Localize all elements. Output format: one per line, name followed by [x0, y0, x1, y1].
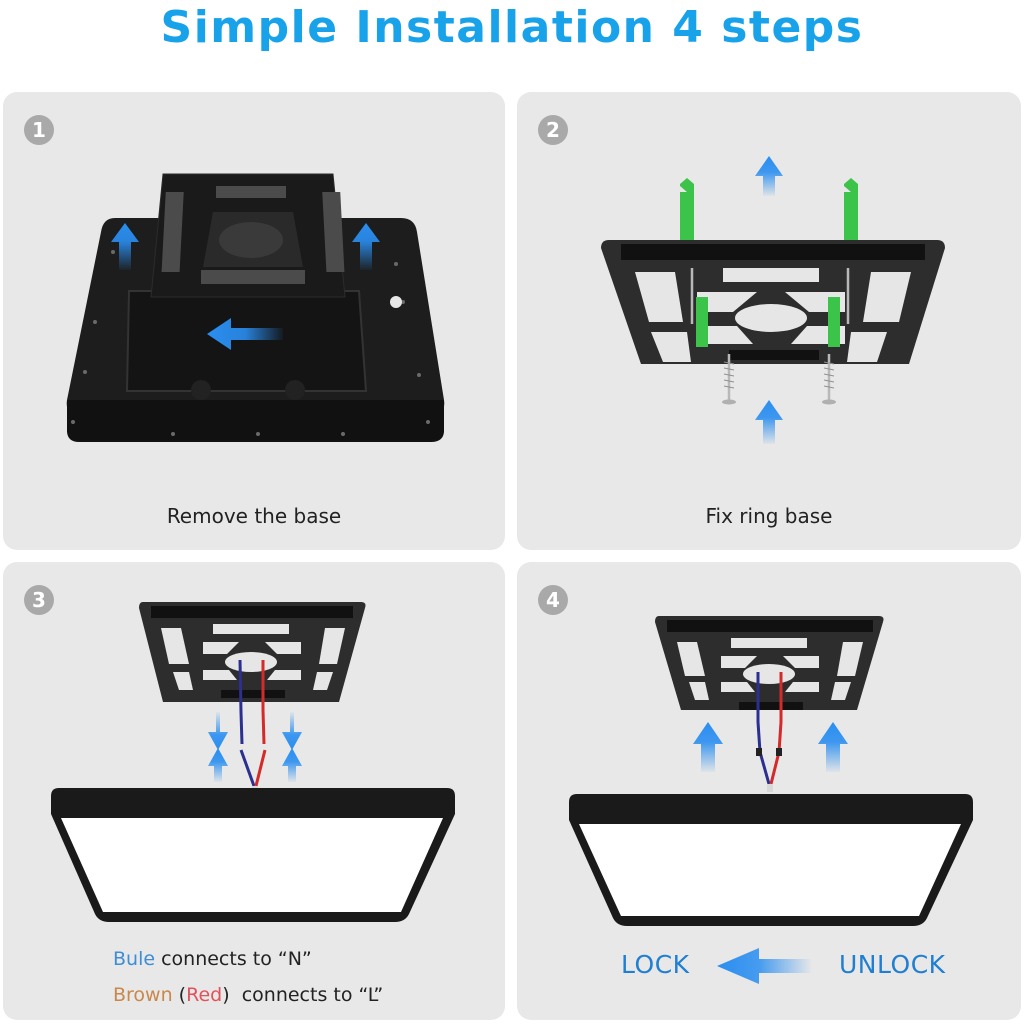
lock-label: LOCK: [621, 950, 690, 979]
step-4-badge: 4: [538, 585, 568, 615]
attach-light-illustration: [569, 616, 973, 926]
wiring-illustration: [51, 602, 455, 922]
red-wire-label: Red: [186, 984, 223, 1006]
step-2-panel: 2: [517, 92, 1021, 550]
step-2-badge: 2: [538, 115, 568, 145]
brown-wire-label: Brown: [113, 984, 173, 1006]
page-title: Simple Installation 4 steps: [160, 2, 864, 53]
step-3-badge: 3: [24, 585, 54, 615]
step-1-badge: 1: [24, 115, 54, 145]
step-1-caption: Remove the base: [166, 504, 342, 528]
step-1-panel: 1: [3, 92, 505, 550]
neutral-connection-text: connects to “N”: [155, 948, 312, 970]
step-2-caption: Fix ring base: [705, 504, 833, 528]
wiring-line-live: Brown (Red) connects to “L”: [113, 984, 383, 1006]
live-connection-text: connects to “L”: [229, 984, 384, 1006]
unlock-label: UNLOCK: [839, 950, 946, 979]
paren-open: (: [172, 984, 187, 1006]
ring-base-illustration: [601, 156, 945, 444]
blue-wire-label: Bule: [113, 948, 156, 970]
step-3-panel: 3: [3, 562, 505, 1020]
paren-close: ): [222, 984, 230, 1006]
wiring-line-neutral: Bule connects to “N”: [113, 948, 312, 970]
step-4-panel: 4: [517, 562, 1021, 1020]
base-plate-illustration: [66, 173, 445, 442]
lock-direction-arrow-icon: [717, 948, 811, 984]
